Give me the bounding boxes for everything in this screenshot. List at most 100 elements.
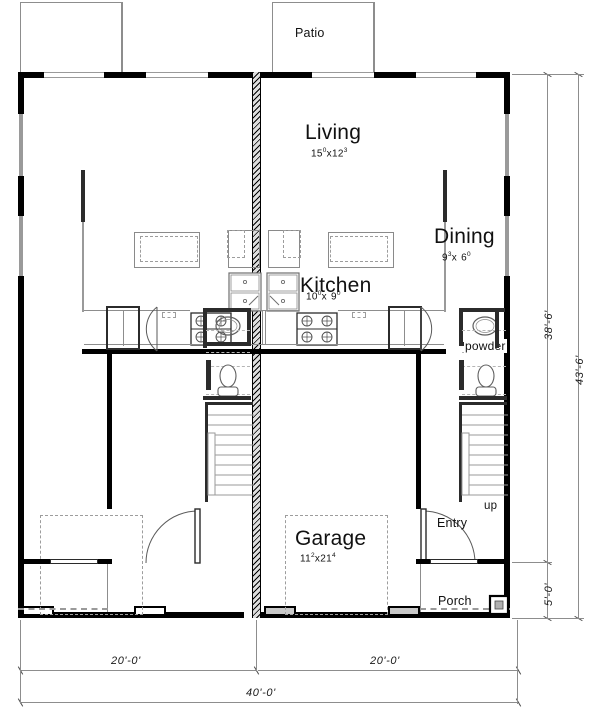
wall-right-exterior-low [504,276,510,356]
closet-box-r [388,306,422,350]
kitchen-island-dashed-l [140,236,198,262]
wall-top-right-c [476,72,510,78]
garage-slab-outline-l [40,515,143,615]
dim-label-5ft0: 5'-0' [543,582,555,606]
powder-tile-line-l2 [206,352,250,353]
closet-divider-r [404,310,405,346]
wall-top-right-a [260,72,312,78]
garage-in2: 4 [331,552,336,559]
garage-ft1: 11 [300,553,311,565]
staircase-r [461,405,508,505]
wall-powder-bath-left-r [459,360,464,390]
garage-door-jamb-right-a [264,606,296,616]
kitchen-in1: 0 [317,290,322,297]
wall-stair-left-r [459,402,462,502]
ext-line-bottom-l [20,620,21,704]
ext-line-patio-r1 [272,2,273,72]
window-top-left-2 [146,72,208,78]
front-door-r [430,559,478,564]
window-top-right-1 [312,72,374,78]
wall-entry-bottom-r [416,559,430,564]
window-left-1 [19,114,23,176]
kitchen-sink-r [266,272,300,312]
wall-powder-right-l [247,308,251,346]
wall-left-exterior-top [18,72,24,114]
dim-label-20ft-right: 20'-0' [370,655,400,667]
window-right-2 [505,216,509,276]
dining-x: x [451,252,458,264]
window-top-right-2 [416,72,476,78]
wall-powder-right-r [495,308,499,348]
garage-door-jamb-right-b [388,606,420,616]
kitchen-island-l [134,232,200,268]
wall-kitchen-south-l [82,349,260,354]
party-wall-shared [252,72,261,618]
ext-line-bottom-c [256,620,257,672]
porch-column-r [488,594,510,616]
wall-entry-bottom-r2 [478,559,510,564]
wall-garage-west-l [107,349,112,509]
living-ft1: 15 [311,148,323,160]
door-kitchen-r [420,306,450,352]
wall-stair-right-l [205,402,208,502]
ext-line-patio-r2 [374,2,375,72]
garage-slab-outline-r [285,515,388,615]
wall-top-left-a [18,72,44,78]
dim-label-40ft-overall: 40'-0' [246,687,276,699]
wall-bottom-right [260,612,510,618]
kitchen-range-r [296,312,338,346]
patio-left-outline [20,2,122,76]
dining-ft1: 9 [442,252,448,264]
dimline-right-5 [547,562,548,618]
kitchen-island-r [328,232,394,268]
porch-outline-left-r [420,564,421,612]
ext-line-right-top [512,74,584,75]
wall-powder-left-r [459,308,463,346]
dim-label-43ft6: 43'-6' [574,355,586,385]
ext-line-right-porch [512,562,552,563]
dimline-bottom-overall [20,702,518,703]
counter-dash-r [352,312,366,318]
door-kitchen-l [128,306,158,352]
counter-edge-l-3 [84,344,266,345]
counter-edge-r-3 [262,344,444,345]
window-top-left-1 [44,72,104,78]
kitchen-x: x [321,291,327,303]
room-label-entry-r: Entry [437,516,468,530]
living-in1: 0 [322,147,327,154]
stair-direction-label-r: up [484,500,498,512]
wall-powder-bottom-l [203,342,251,346]
room-label-patio: Patio [295,26,325,40]
garage-ft2: 21 [320,553,332,565]
garage-in1: 2 [310,552,315,559]
ext-line-right-bot [512,618,584,619]
wall-top-left-c [208,72,260,78]
dimline-right-38 [547,74,548,562]
dim-label-20ft-left: 20'-0' [111,655,141,667]
dining-ft2: 6 [461,252,467,264]
dim-label-38ft6: 38'-6' [543,310,555,340]
porch-step-r [420,608,510,610]
opening-dining-r [444,222,446,312]
powder-toilet-l [212,363,244,401]
wall-stair-top-l [205,402,253,405]
wall-garage-east-r [416,349,421,509]
wall-powder-top-l [203,308,251,312]
wall-bottom-left [18,612,244,618]
wall-entry-bottom-l2 [98,559,112,564]
staircase-l [207,405,254,505]
porch-step-l [18,608,108,610]
wall-top-right-b [374,72,416,78]
dimline-right-43 [578,74,579,618]
powder-tile-line-l1 [206,330,250,331]
entry-door-l [142,508,201,565]
powder-sink-l [211,313,245,339]
living-in2: 3 [343,147,348,154]
ext-line-patio-l2 [122,2,123,72]
closet-box-l [106,306,140,350]
kitchen-upper-cabinet-dashed-l [227,230,245,258]
room-label-kitchen-r: Kitchen [300,274,372,297]
wall-powder-bath-right-l [206,360,211,390]
